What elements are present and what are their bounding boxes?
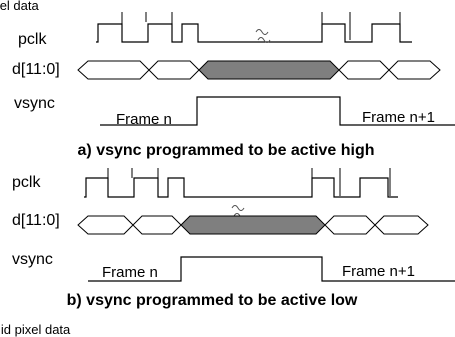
vsync-waveform-b — [88, 256, 455, 282]
data-segment-invalid — [132, 215, 182, 235]
caption-b: b) vsync programmed to be active low — [67, 292, 358, 309]
signal-label-data-b: d[11:0] — [12, 212, 60, 229]
diagram-a: pclk d[11:0] vsync Frame n Frame n+1 a) … — [12, 12, 455, 159]
signal-label-vsync-b: vsync — [12, 251, 53, 268]
data-segment-invalid — [148, 60, 200, 80]
signal-label-vsync-a: vsync — [14, 95, 55, 112]
frame-label-current-a: Frame n — [116, 111, 172, 128]
data-segment-invalid — [77, 215, 134, 235]
frame-label-next-b: Frame n+1 — [342, 263, 415, 280]
pclk-waveform-a — [96, 23, 412, 43]
data-segment-valid — [198, 60, 340, 80]
data-segment-invalid — [77, 60, 150, 80]
signal-label-data-a: d[11:0] — [12, 61, 60, 78]
footer-text: lid pixel data — [0, 322, 71, 337]
data-segment-valid — [180, 215, 326, 235]
signal-label-pclk-b: pclk — [12, 174, 41, 191]
frame-label-next-a: Frame n+1 — [362, 109, 435, 126]
break-squiggle-a — [255, 29, 271, 43]
header-text: ignal pixel data — [0, 0, 39, 13]
data-segment-invalid — [338, 60, 390, 80]
pclk-waveform-b — [84, 177, 398, 198]
frame-label-current-b: Frame n — [102, 264, 158, 281]
data-segment-invalid — [388, 60, 441, 80]
signal-label-pclk-a: pclk — [18, 31, 47, 48]
diagram-b: pclk d[11:0] vsync Frame n Frame n+1 b) … — [12, 168, 455, 309]
vsync-waveform-a — [100, 96, 455, 126]
data-segment-invalid — [324, 215, 376, 235]
caption-a: a) vsync programmed to be active high — [78, 142, 375, 159]
data-segment-invalid — [374, 215, 429, 235]
